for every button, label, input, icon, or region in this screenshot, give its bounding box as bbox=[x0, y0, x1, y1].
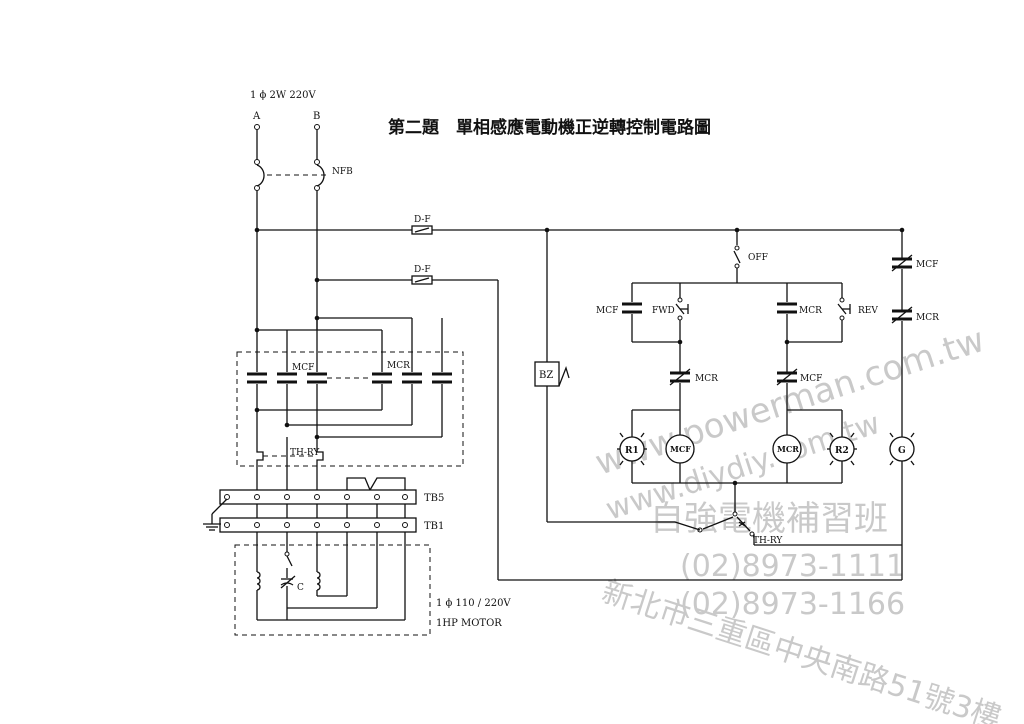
mcf-hold-label: MCF bbox=[596, 306, 618, 316]
watermark-phone-2: (02)8973-1166 bbox=[680, 587, 905, 622]
diagram-title: 第二題 單相感應電動機正逆轉控制電路圖 bbox=[388, 117, 711, 138]
lamp-r1 bbox=[617, 432, 647, 466]
mcf-interlock-contact bbox=[776, 368, 798, 386]
fuse-1-label: D-F bbox=[414, 215, 431, 225]
terminal-block-tb5 bbox=[219, 489, 417, 505]
buzzer-label: BZ bbox=[539, 370, 553, 381]
thermal-relay-label: TH-RY bbox=[753, 536, 783, 546]
mcr-interlock-contact bbox=[669, 368, 691, 386]
phase-b-label: B bbox=[313, 111, 320, 122]
coil-mcr-label: MCR bbox=[777, 444, 799, 454]
rev-pushbutton bbox=[837, 297, 851, 321]
mcr-g-contact bbox=[891, 306, 913, 324]
nfb-label: NFB bbox=[332, 167, 353, 177]
fwd-label: FWD bbox=[652, 306, 675, 316]
mcr-hold-label: MCR bbox=[799, 306, 822, 316]
terminals bbox=[224, 494, 408, 528]
motor-name: 1HP MOTOR bbox=[436, 618, 502, 629]
motor-enclosure bbox=[234, 544, 431, 636]
rev-label: REV bbox=[858, 306, 878, 316]
mcf-g-contact bbox=[891, 254, 913, 272]
power-thermal-label: TH-RY bbox=[290, 448, 320, 458]
mcf-interlock-label: MCF bbox=[800, 374, 822, 384]
lamp-r2-label: R2 bbox=[835, 446, 849, 456]
lamp-g-label: G bbox=[898, 446, 906, 456]
lamp-r1-label: R1 bbox=[625, 446, 639, 456]
motor-winding-aux bbox=[316, 571, 321, 591]
watermark-phone-1: (02)8973-1111 bbox=[680, 549, 905, 584]
supply-label: 1 ϕ 2W 220V bbox=[250, 90, 316, 101]
tb1-label: TB1 bbox=[424, 521, 444, 532]
mcr-g-label: MCR bbox=[916, 313, 939, 323]
capacitor bbox=[280, 575, 296, 589]
ground-icon bbox=[203, 498, 228, 531]
lamp-r2 bbox=[827, 432, 857, 466]
power-mcr-label: MCR bbox=[387, 361, 410, 371]
mcf-g-label: MCF bbox=[916, 260, 938, 270]
power-contacts bbox=[247, 372, 452, 384]
contactor-enclosure bbox=[236, 351, 464, 467]
phase-a-label: A bbox=[252, 111, 261, 122]
thermal-relay-contact bbox=[697, 511, 755, 537]
motor-rating: 1 ϕ 110 / 220V bbox=[436, 598, 511, 609]
off-label: OFF bbox=[748, 253, 768, 263]
terminal-block-tb1 bbox=[219, 517, 417, 533]
tb5-label: TB5 bbox=[424, 493, 444, 504]
nfb-breaker: NFB bbox=[254, 159, 353, 191]
coil-mcf-label: MCF bbox=[670, 444, 691, 454]
capacitor-label: C bbox=[297, 583, 304, 593]
off-switch bbox=[733, 245, 741, 269]
fuse-2-label: D-F bbox=[414, 265, 431, 275]
power-mcf-label: MCF bbox=[292, 363, 314, 373]
motor-winding-main bbox=[256, 571, 261, 591]
thermal-relay-power bbox=[256, 450, 324, 470]
fwd-pushbutton bbox=[675, 297, 689, 321]
mcr-interlock-label: MCR bbox=[695, 374, 718, 384]
watermark-school: 自強電機補習班 bbox=[650, 499, 888, 539]
